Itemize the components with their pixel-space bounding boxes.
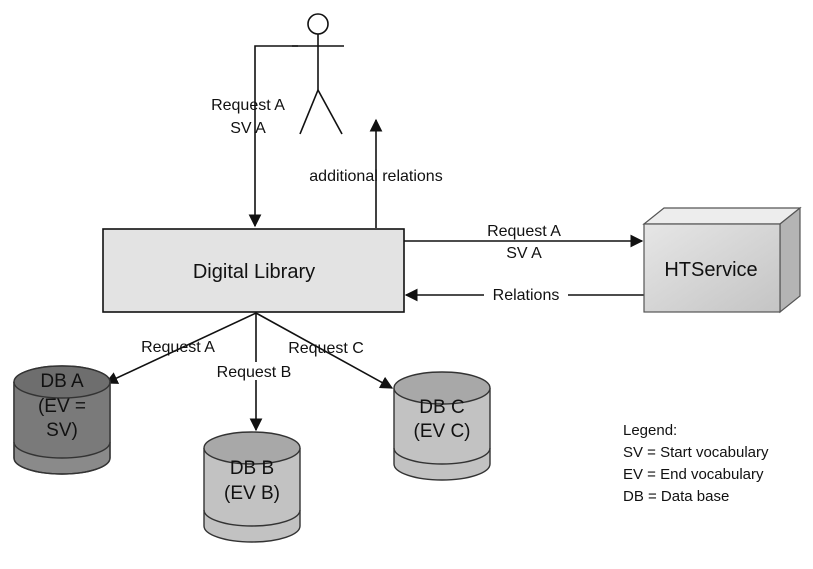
- db-c-request-label: Request C: [288, 340, 364, 357]
- db-a-label-line2: (EV =: [38, 396, 86, 417]
- user-request-label-line2: SV A: [230, 120, 266, 137]
- user-request-arrow: [248, 45, 298, 228]
- legend: Legend: SV = Start vocabulary EV = End v…: [623, 422, 769, 505]
- db-c-cylinder: [393, 371, 491, 481]
- user-figure: [292, 13, 344, 135]
- db-b-label-line1: DB B: [230, 458, 274, 479]
- db-a-label-line1: DB A: [40, 371, 84, 392]
- legend-item-ev: EV = End vocabulary: [623, 466, 764, 483]
- legend-item-sv: SV = Start vocabulary: [623, 444, 769, 461]
- db-a-request-label: Request A: [141, 339, 215, 356]
- db-b-request-label: Request B: [217, 364, 292, 381]
- db-b-label-line2: (EV B): [224, 483, 280, 504]
- additional-relations-label: additional relations: [309, 168, 442, 185]
- legend-item-db: DB = Data base: [623, 488, 729, 505]
- relations-label-bg: [484, 284, 568, 304]
- db-c-request-arrow: [255, 312, 394, 389]
- legend-title: Legend:: [623, 422, 677, 439]
- relations-label: Relations: [493, 287, 560, 304]
- digital-library-label: Digital Library: [193, 261, 315, 283]
- user-request-label-line1: Request A: [211, 97, 285, 114]
- db-b-label-bg: [206, 362, 306, 380]
- htservice-box: [642, 206, 802, 314]
- db-a-request-arrow: [104, 312, 257, 384]
- db-c-label-line1: DB C: [419, 397, 464, 418]
- db-b-cylinder: [203, 431, 301, 543]
- htservice-request-label-line2: SV A: [506, 245, 542, 262]
- db-a-cylinder: [13, 365, 111, 475]
- db-c-label-line2: (EV C): [414, 421, 471, 442]
- digital-library-box: [102, 228, 405, 313]
- htservice-label: HTService: [664, 259, 757, 281]
- db-a-label-line3: SV): [46, 420, 78, 441]
- htservice-request-label-line1: Request A: [487, 223, 561, 240]
